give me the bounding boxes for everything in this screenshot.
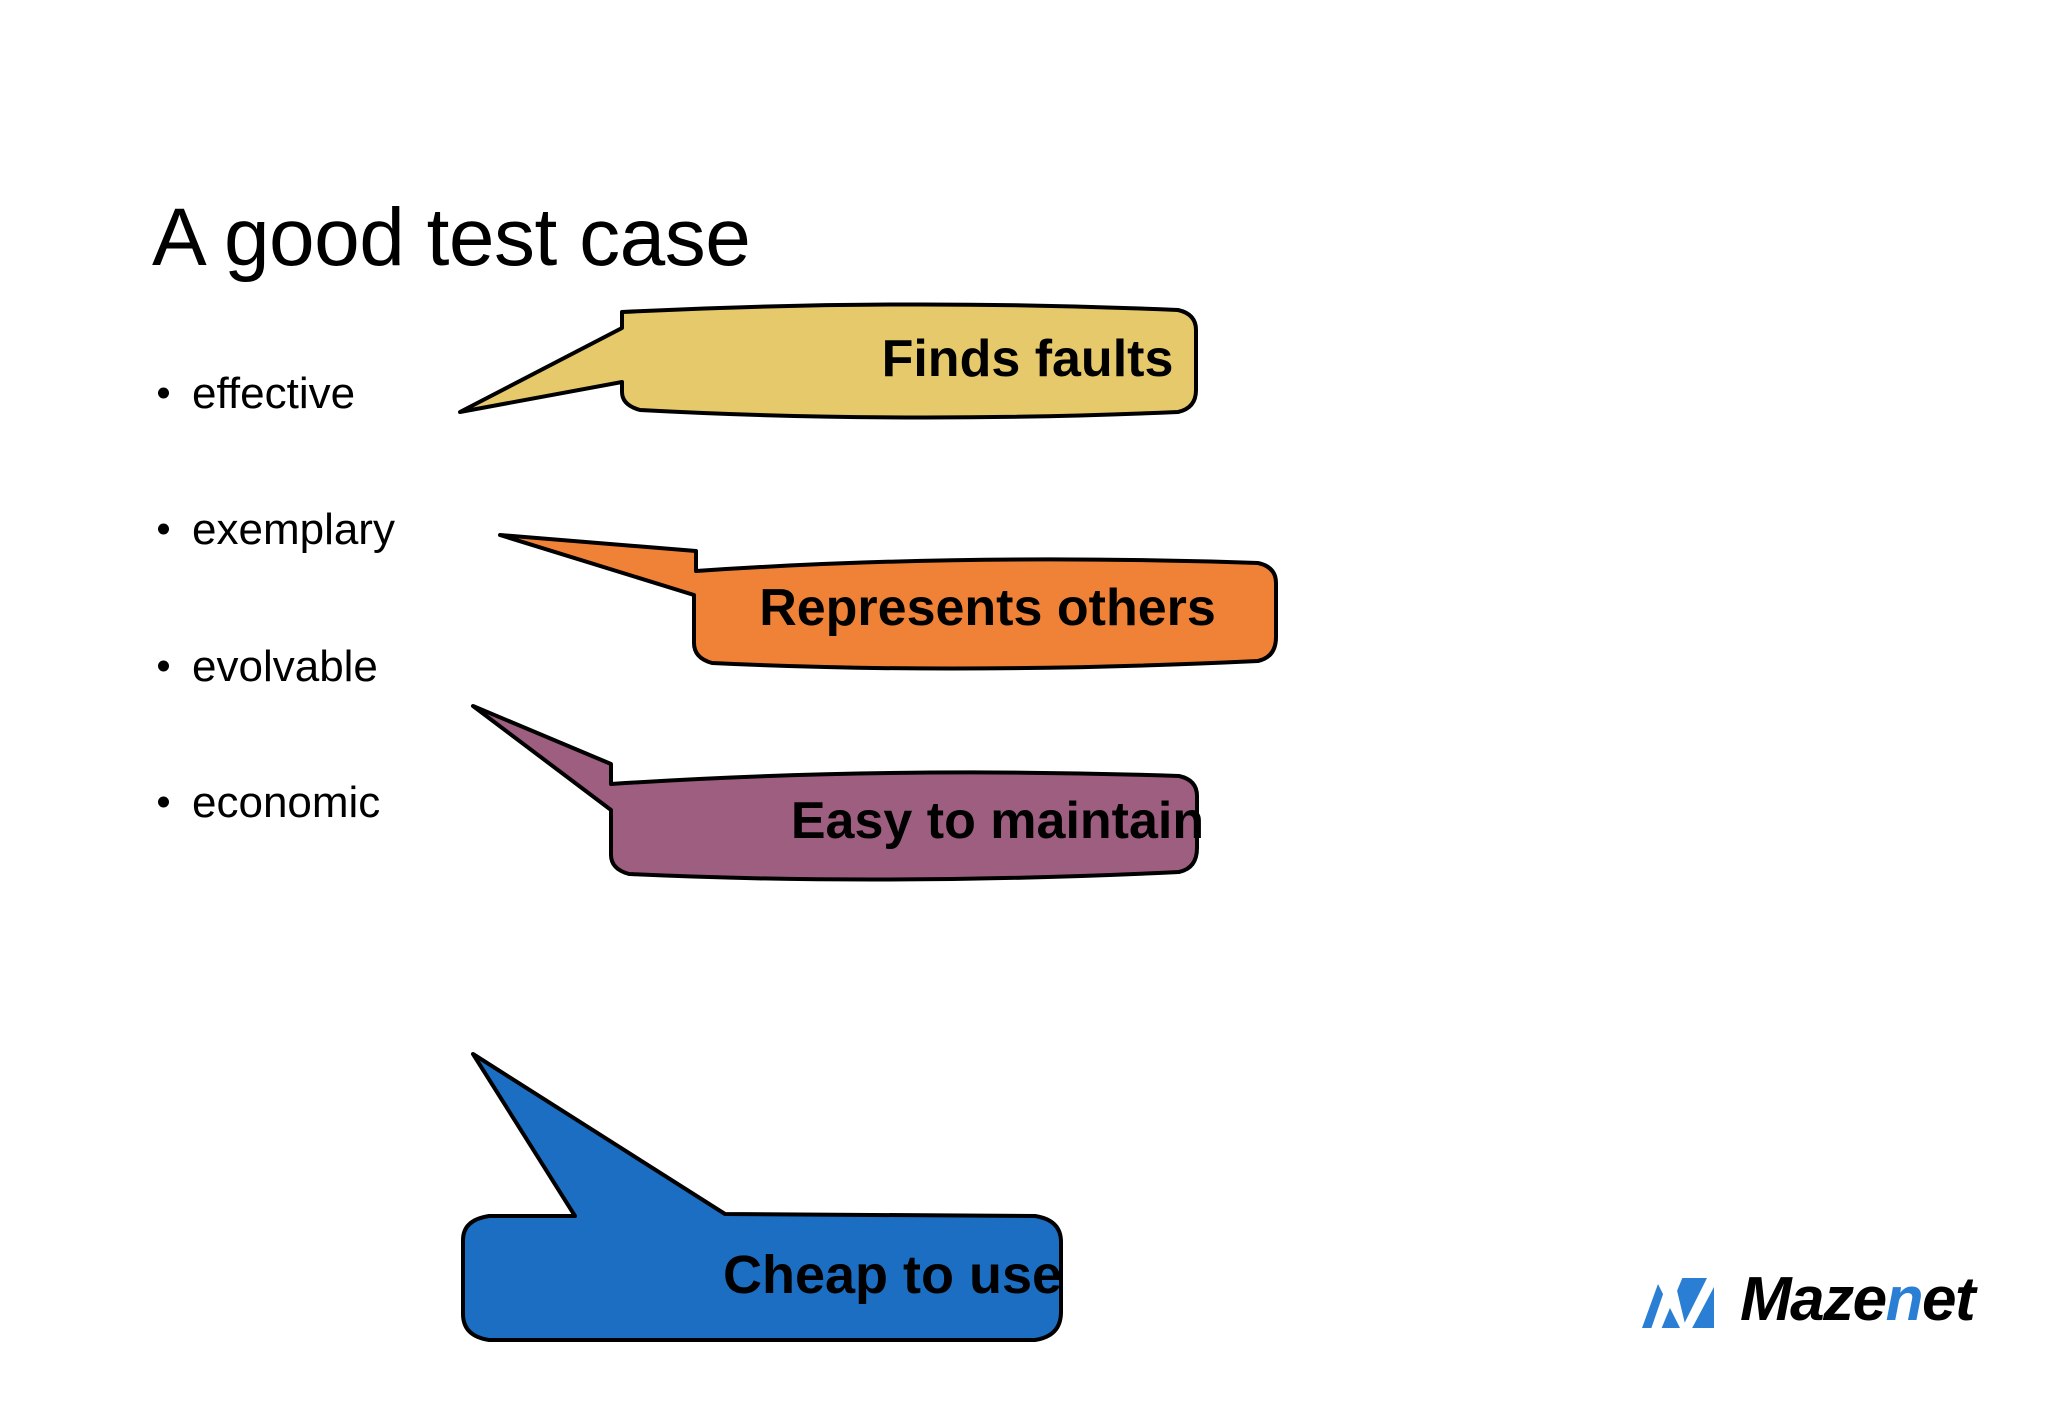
- list-item-label: economic: [192, 778, 381, 828]
- mazenet-wordmark-part1: Maze: [1740, 1265, 1887, 1334]
- callout-bubble-path: [461, 1052, 1063, 1342]
- callout-represents-others-shape: [498, 533, 1278, 671]
- list-item: evolvable: [150, 641, 550, 691]
- list-item: effective: [150, 369, 550, 418]
- mazenet-logo: Mazenet: [1640, 1268, 1976, 1332]
- callout-bubble-path: [458, 302, 1198, 420]
- mazenet-wordmark: Mazenet: [1740, 1269, 1976, 1331]
- mazenet-wordmark-part2: et: [1921, 1265, 1976, 1334]
- mazenet-wordmark-accent: n: [1885, 1265, 1924, 1334]
- bullet-list: effective exemplary evolvable economic: [150, 369, 550, 916]
- page-title: A good test case: [152, 191, 751, 283]
- callout-finds-faults: Finds faults: [458, 300, 1200, 420]
- bullet-dot-icon: [158, 523, 169, 535]
- callout-represents-others: Represents others: [498, 533, 1280, 673]
- callout-finds-faults-shape: [458, 302, 1198, 420]
- callout-bubble-path: [471, 704, 1199, 882]
- callout-easy-maintain-shape: [471, 704, 1199, 882]
- callout-bubble-path: [498, 533, 1278, 671]
- bullet-dot-icon: [158, 660, 169, 672]
- bullet-dot-icon: [158, 796, 169, 808]
- list-item-label: evolvable: [192, 641, 378, 691]
- list-item-label: exemplary: [192, 505, 395, 555]
- list-item: economic: [150, 778, 550, 828]
- mazenet-mark-icon: [1642, 1272, 1722, 1332]
- callout-cheap-use-shape: [461, 1052, 1063, 1342]
- list-item-label: effective: [192, 369, 356, 418]
- bullet-dot-icon: [158, 387, 169, 399]
- callout-easy-maintain: Easy to maintain: [471, 704, 1205, 885]
- callout-cheap-use: Cheap to use: [455, 1052, 1075, 1350]
- list-item: exemplary: [150, 506, 550, 554]
